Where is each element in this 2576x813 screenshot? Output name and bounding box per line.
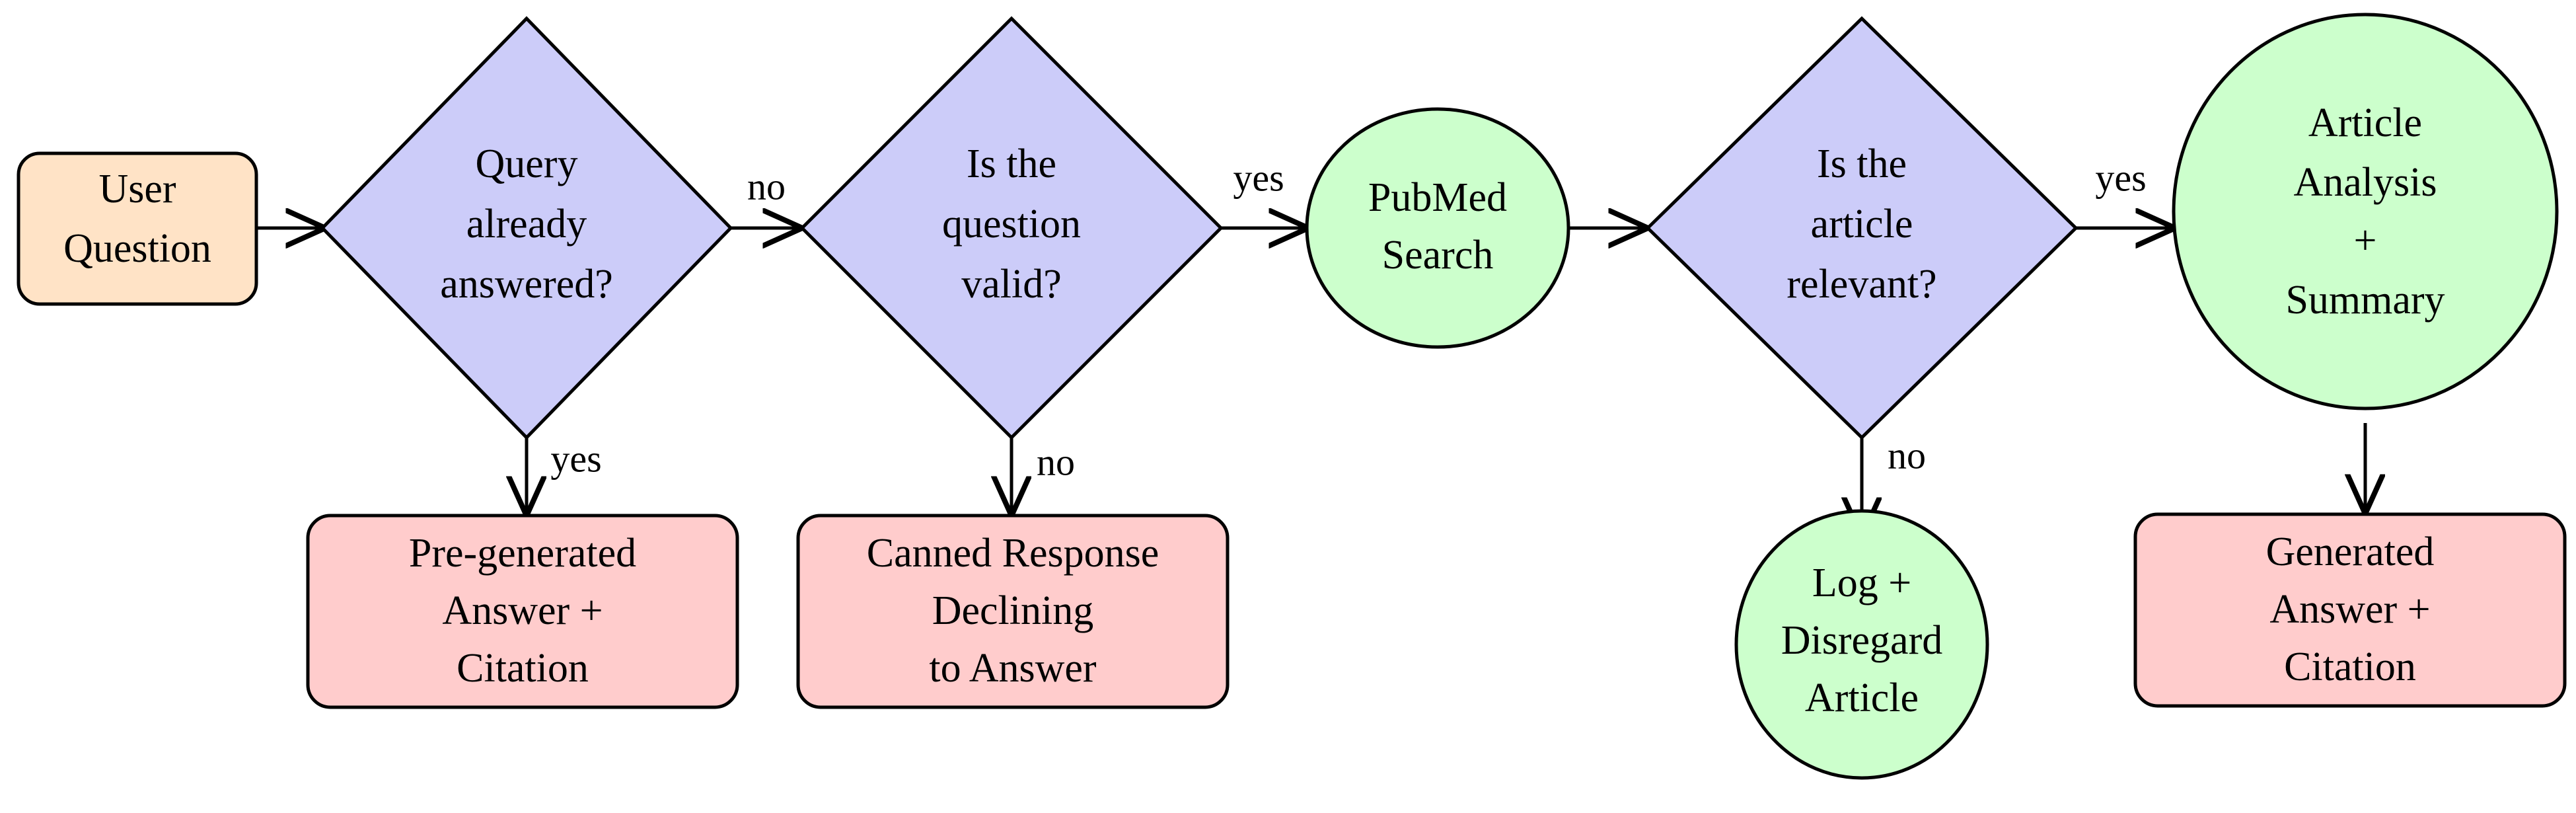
node-generated-answer[interactable]: Generated Answer + Citation	[2133, 512, 2567, 708]
node-is-question-valid[interactable]: Is the question valid?	[799, 16, 1224, 440]
node-pre-generated-answer-line-2: Citation	[457, 646, 589, 691]
node-pre-generated-answer-line-0: Pre-generated	[409, 531, 636, 576]
node-user-question-line-1: Question	[63, 226, 211, 271]
node-canned-response-line-0: Canned Response	[867, 531, 1159, 576]
node-generated-answer-line-0: Generated	[2266, 529, 2435, 574]
edge-label-question-valid-no: no	[1037, 440, 1075, 483]
node-log-disregard-article-line-0: Log +	[1812, 561, 1911, 605]
edge-label-query-answered-yes: yes	[550, 437, 601, 480]
edge-label-query-answered-no: no	[747, 165, 786, 208]
node-user-question[interactable]: User Question	[17, 151, 258, 306]
node-is-question-valid-line-1: question	[942, 202, 1081, 247]
node-canned-response[interactable]: Canned Response Declining to Answer	[796, 514, 1230, 709]
node-pubmed-search[interactable]: PubMed Search	[1305, 107, 1570, 349]
node-is-article-relevant-line-2: relevant?	[1786, 262, 1936, 307]
node-article-analysis-summary-line-1: Analysis	[2294, 160, 2437, 205]
node-pubmed-search-line-1: Search	[1382, 233, 1494, 278]
node-is-article-relevant-line-0: Is the	[1817, 141, 1907, 186]
edge-labels-layer: yes no no yes no yes	[550, 156, 2146, 483]
node-log-disregard-article-line-1: Disregard	[1781, 618, 1942, 663]
node-article-analysis-summary-line-0: Article	[2308, 100, 2422, 145]
edge-label-question-valid-yes: yes	[1233, 156, 1284, 199]
node-generated-answer-line-2: Citation	[2284, 644, 2416, 689]
node-article-analysis-summary[interactable]: Article Analysis + Summary	[2172, 13, 2559, 410]
node-article-analysis-summary-line-3: Summary	[2285, 278, 2445, 323]
node-article-analysis-summary-line-2: +	[2354, 218, 2377, 263]
node-query-already-answered-line-2: answered?	[440, 262, 613, 307]
node-user-question-line-0: User	[98, 167, 176, 212]
node-is-article-relevant[interactable]: Is the article relevant?	[1645, 16, 2079, 440]
node-canned-response-line-1: Declining	[932, 588, 1094, 633]
node-pre-generated-answer[interactable]: Pre-generated Answer + Citation	[306, 514, 739, 709]
node-query-already-answered[interactable]: Query already answered?	[320, 16, 733, 440]
node-log-disregard-article-line-2: Article	[1805, 676, 1919, 720]
node-pubmed-search-line-0: PubMed	[1368, 175, 1507, 220]
node-is-question-valid-line-0: Is the	[967, 141, 1056, 186]
node-is-article-relevant-line-1: article	[1811, 202, 1913, 247]
node-query-already-answered-line-0: Query	[476, 141, 578, 186]
node-canned-response-line-2: to Answer	[929, 646, 1097, 691]
node-is-question-valid-line-2: valid?	[961, 262, 1062, 307]
node-log-disregard-article[interactable]: Log + Disregard Article	[1734, 509, 1989, 780]
edge-label-article-relevant-no: no	[1888, 434, 1926, 477]
node-query-already-answered-line-1: already	[466, 202, 587, 247]
node-pre-generated-answer-line-1: Answer +	[442, 588, 603, 633]
node-generated-answer-line-1: Answer +	[2269, 587, 2430, 632]
edge-label-article-relevant-yes: yes	[2095, 156, 2146, 199]
